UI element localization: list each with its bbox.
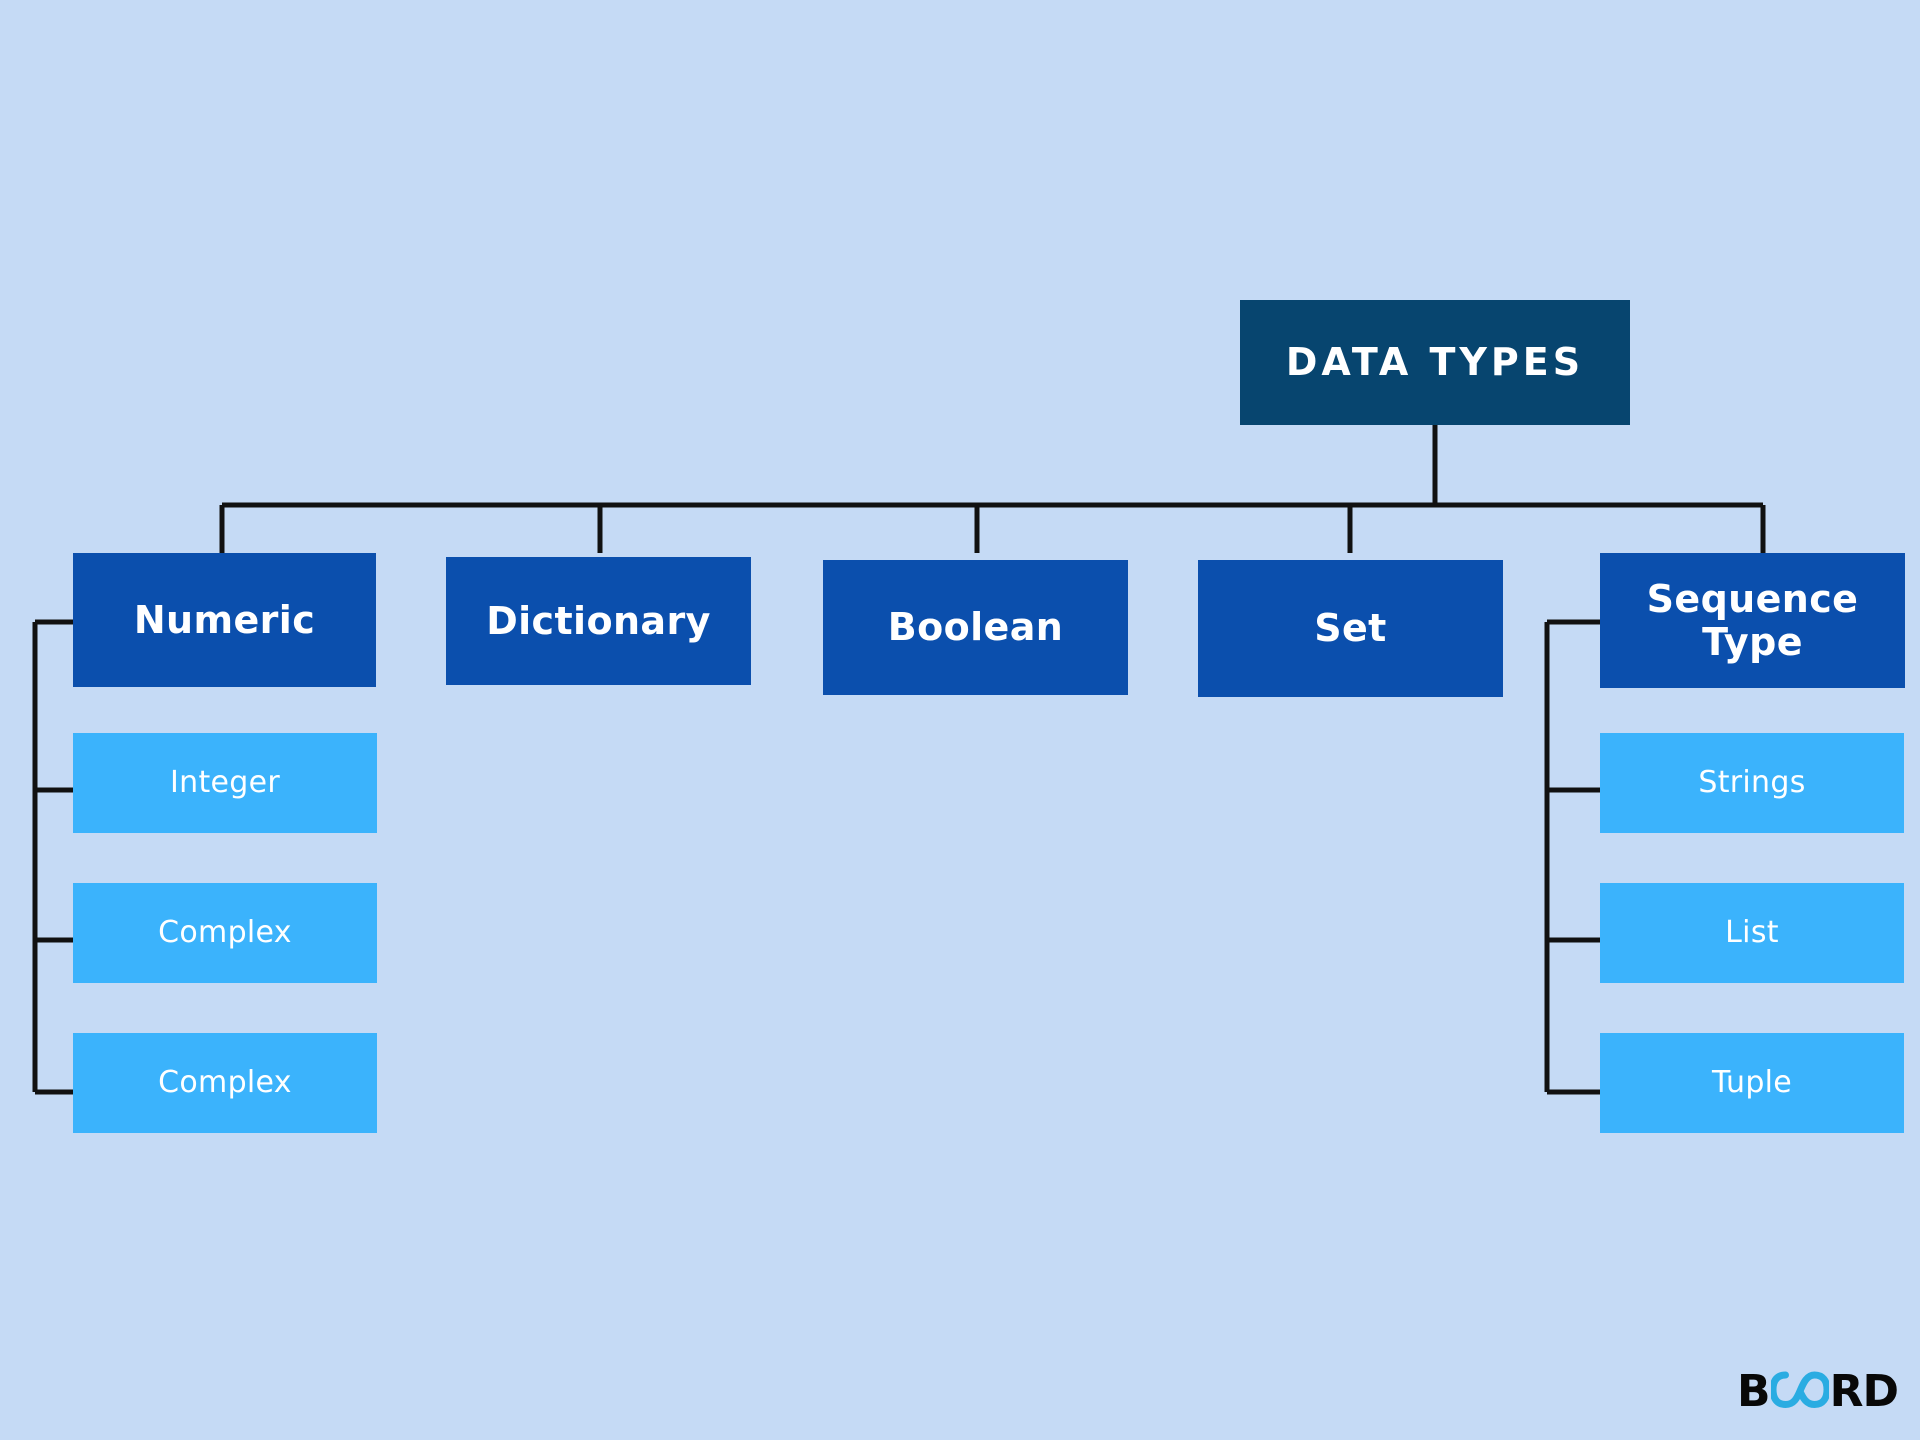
logo-text-trail: RD [1829,1366,1899,1417]
node-strings[interactable]: Strings [1600,733,1904,833]
node-label: DATA TYPES [1285,340,1585,385]
node-integer[interactable]: Integer [73,733,377,833]
node-label: Set [1314,606,1387,651]
node-label: Integer [169,765,280,801]
node-label: Sequence Type [1646,576,1859,664]
logo-text-lead: B [1737,1366,1771,1417]
infinity-icon [1769,1369,1831,1415]
board-logo: B RD [1737,1366,1899,1418]
node-list[interactable]: List [1600,883,1904,983]
node-label: Numeric [133,597,316,642]
node-set[interactable]: Set [1198,560,1503,697]
node-label: Boolean [887,605,1064,650]
node-sequence-type[interactable]: Sequence Type [1600,553,1905,688]
node-numeric[interactable]: Numeric [73,553,376,687]
node-label: List [1725,915,1779,951]
node-label: Tuple [1711,1065,1793,1101]
node-boolean[interactable]: Boolean [823,560,1128,695]
node-label: Dictionary [486,598,711,643]
node-label: Strings [1698,765,1806,801]
node-tuple[interactable]: Tuple [1600,1033,1904,1133]
node-complex-1[interactable]: Complex [73,883,377,983]
node-label: Complex [158,915,292,951]
node-label: Complex [158,1065,292,1101]
node-data-types[interactable]: DATA TYPES [1240,300,1630,425]
node-dictionary[interactable]: Dictionary [446,557,751,685]
node-complex-2[interactable]: Complex [73,1033,377,1133]
